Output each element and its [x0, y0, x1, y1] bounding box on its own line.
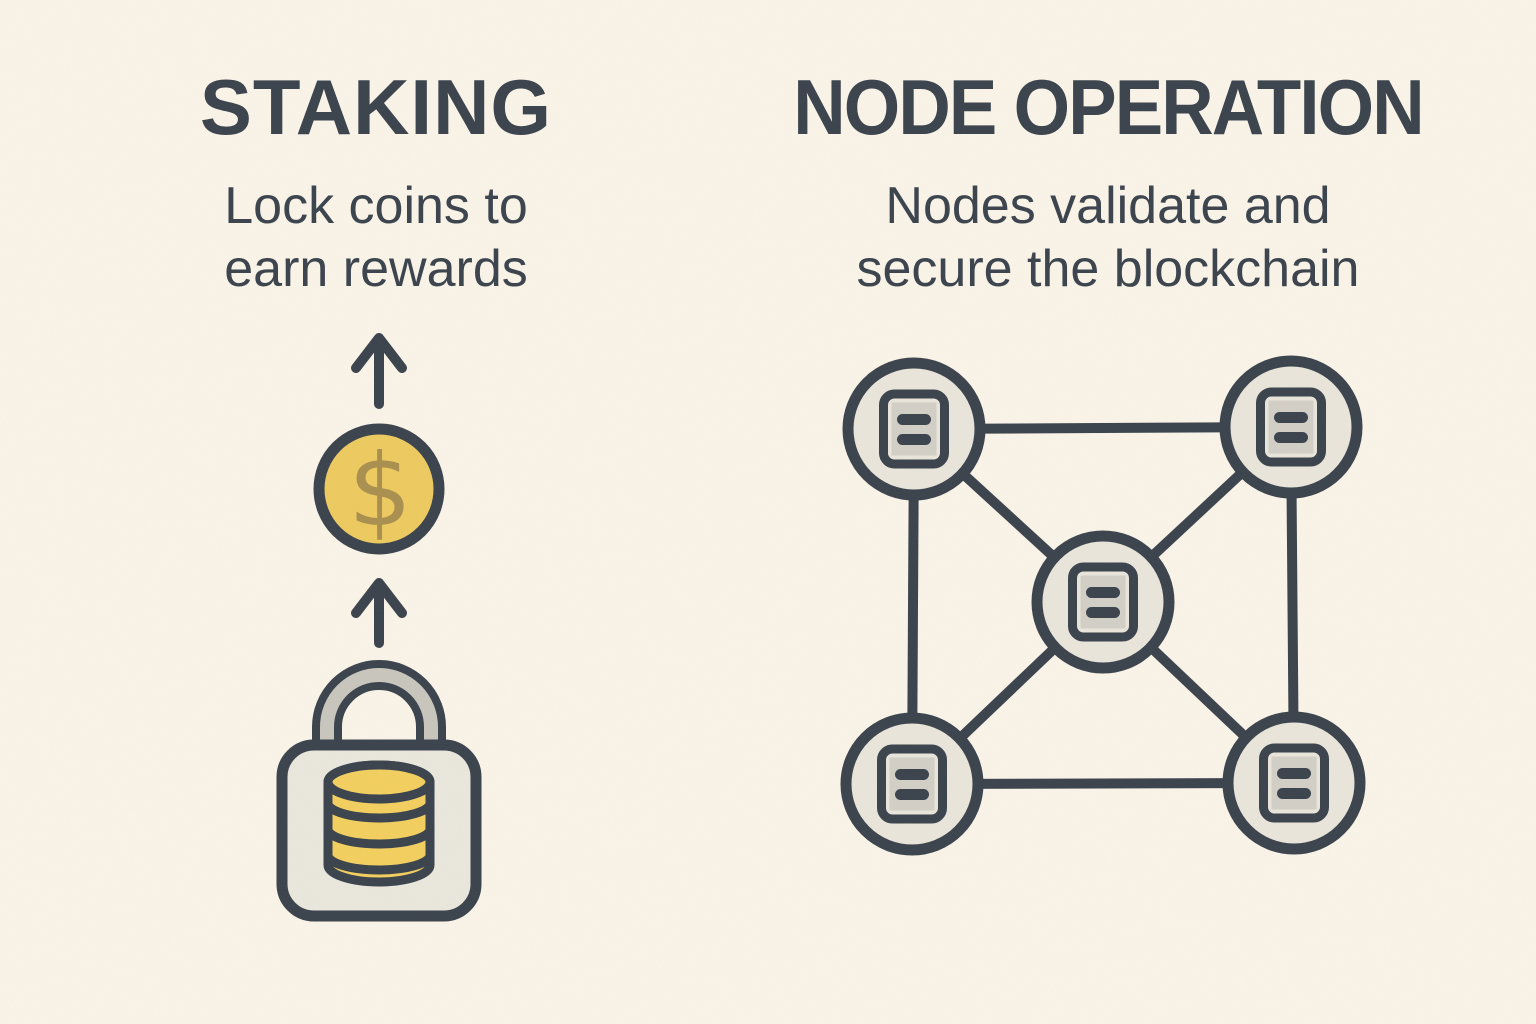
ledger-icon: [1068, 562, 1138, 642]
ledger-icon: [1259, 743, 1329, 823]
dollar-coin-icon: $: [313, 423, 445, 555]
ledger-icon: [879, 389, 949, 469]
padlock-with-coins-icon: [276, 660, 482, 922]
node-top-right: [1219, 355, 1363, 499]
arrow-up-icon: [351, 333, 407, 409]
staking-flow: $: [276, 333, 482, 922]
dollar-sign: $: [348, 432, 412, 549]
arrow-up-icon: [351, 578, 407, 648]
ledger-icon: [877, 744, 947, 824]
node-bottom-right: [1222, 711, 1366, 855]
node-top-left: [842, 357, 986, 501]
ledger-icon: [1256, 387, 1326, 467]
node-center: [1031, 530, 1175, 674]
coin-stack-icon: [323, 760, 435, 887]
node-network: [840, 355, 1366, 856]
node-bottom-left: [840, 712, 984, 856]
